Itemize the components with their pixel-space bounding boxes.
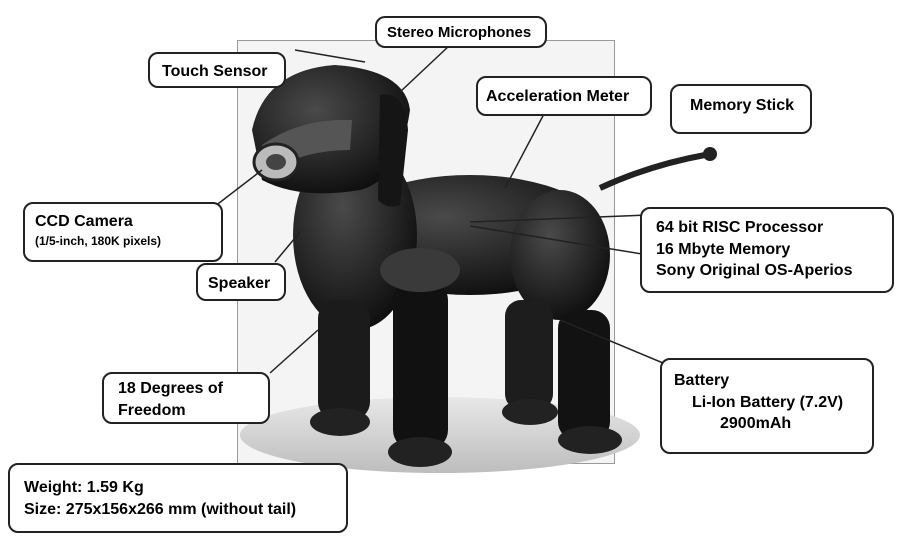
battery-label: Battery Li-Ion Battery (7.2V) 2900mAh <box>660 358 874 454</box>
paw-hind-left <box>502 399 558 425</box>
paw-hind-right <box>558 426 622 454</box>
specs-label: Weight: 1.59 Kg Size: 275x156x266 mm (wi… <box>8 463 348 533</box>
degrees-of-freedom-label: 18 Degrees of Freedom <box>102 372 270 424</box>
stereo-microphones-label: Stereo Microphones <box>375 16 547 48</box>
hind-left-leg <box>505 300 553 410</box>
leader-acceleration <box>505 112 545 188</box>
leader-touch-sensor <box>295 50 365 62</box>
paw-front-left <box>310 408 370 436</box>
front-right-leg <box>393 280 448 450</box>
tail-tip <box>703 147 717 161</box>
processor-label: 64 bit RISC Processor 16 Mbyte Memory So… <box>640 207 894 293</box>
touch-sensor-label: Touch Sensor <box>148 52 286 88</box>
paw-front-right <box>388 437 452 467</box>
leader-microphones <box>400 45 450 92</box>
memory-stick-label: Memory Stick <box>670 84 812 134</box>
acceleration-meter-label: Acceleration Meter <box>476 76 652 116</box>
shoulder <box>380 248 460 292</box>
speaker-label: Speaker <box>196 263 286 301</box>
leader-dof <box>270 330 318 373</box>
front-left-leg <box>318 300 370 420</box>
ccd-camera-label: CCD Camera (1/5-inch, 180K pixels) <box>23 202 223 262</box>
camera-pupil <box>266 154 286 170</box>
tail <box>600 155 705 188</box>
